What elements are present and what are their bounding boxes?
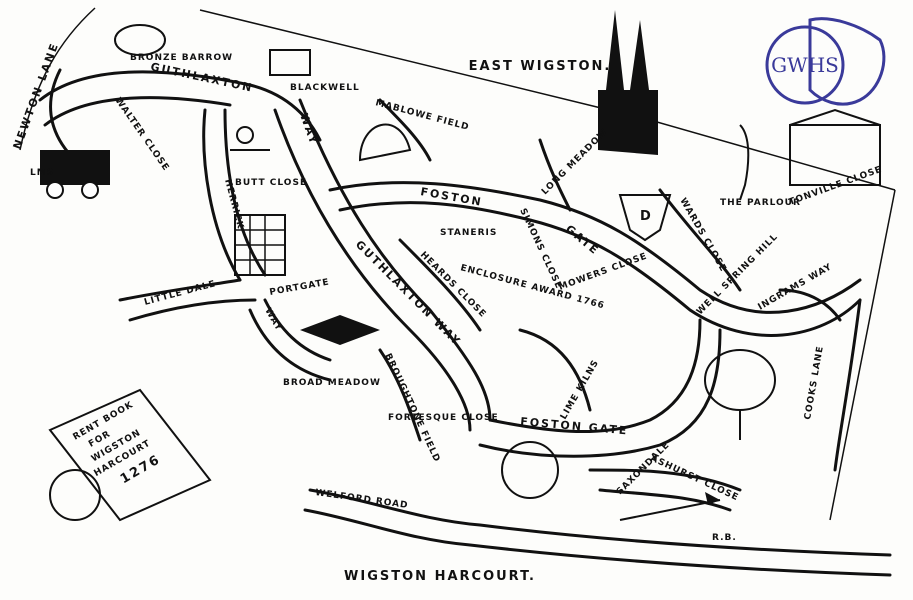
d-shield-icon: [618, 194, 672, 242]
road-blackwell: BLACKWELL: [290, 83, 360, 93]
heron-icon: [739, 124, 750, 201]
road-guthlaxton-north: GUTHLAXTON: [149, 60, 254, 94]
road-broad-meadow: BROAD MEADOW: [283, 378, 381, 388]
road-wards-close: WARDS CLOSE: [677, 197, 728, 275]
mortarboard-icon: [300, 315, 380, 345]
road-simons-close: SIMONS CLOSE: [517, 207, 563, 291]
hall-icon: [789, 108, 881, 186]
east-wigston-label: EAST WIGSTON.: [469, 59, 612, 74]
road-the-parlour: THE PARLOUR: [720, 198, 801, 208]
road-butt-close: BUTT CLOSE: [235, 178, 307, 188]
mowers-close-sign: MOWERS CLOSE: [558, 251, 649, 292]
road-long-meadow: LONG MEADOW: [540, 127, 610, 197]
road-foston-south: FOSTON GATE: [520, 415, 629, 437]
road-portgate-way: WAY: [262, 307, 283, 334]
barrow-icon: [114, 24, 166, 56]
lms-sign: LMS: [30, 168, 54, 178]
portcullis-icon: [234, 214, 286, 276]
road-staneris: STANERIS: [440, 228, 497, 238]
road-welford-road: WELFORD ROAD: [315, 488, 409, 511]
road-bronze-barrow: BRONZE BARROW: [130, 53, 233, 63]
archer-icon: [230, 126, 270, 151]
tree-icon: [704, 349, 776, 440]
road-portgate: PORTGATE: [269, 278, 331, 298]
road-newton-lane: NEWTON LANE: [11, 40, 62, 151]
road-walter-close: WALTER CLOSE: [113, 96, 171, 173]
church-icon: [598, 10, 658, 155]
road-cooks-lane: COOKS LANE: [803, 345, 826, 420]
road-tonville-close: TONVILLE CLOSE: [788, 165, 884, 208]
road-broughtone-field: BROUGHTONE FIELD: [382, 352, 441, 464]
road-network: [38, 68, 892, 577]
well-icon: [269, 49, 311, 76]
beehive-icon: [358, 123, 412, 162]
boundary: [19, 7, 896, 521]
train-icon: [40, 150, 110, 199]
road-lime-kilns: LIME KILNS: [559, 358, 601, 421]
road-fortescue-close: FORTESQUE CLOSE: [388, 413, 499, 423]
road-mablowe-field: MABLOWE FIELD: [374, 98, 470, 133]
road-ingrams-way: INGRAMS WAY: [757, 262, 835, 313]
map-title: WIGSTON HARCOURT.: [344, 569, 536, 584]
road-foston-gate-east: GATE: [563, 222, 602, 257]
heraldic-lion-icon: GWHS: [765, 17, 886, 106]
spear-icon: [619, 492, 721, 521]
road-way-north: WAY: [297, 112, 321, 148]
d-shield-letter: D: [640, 209, 653, 224]
monogram: GWHS: [771, 53, 839, 77]
enclosure-sign: ENCLOSURE AWARD 1766: [459, 263, 605, 311]
rent-book-icon: [48, 388, 212, 522]
artist-signature: R.B.: [712, 533, 737, 543]
